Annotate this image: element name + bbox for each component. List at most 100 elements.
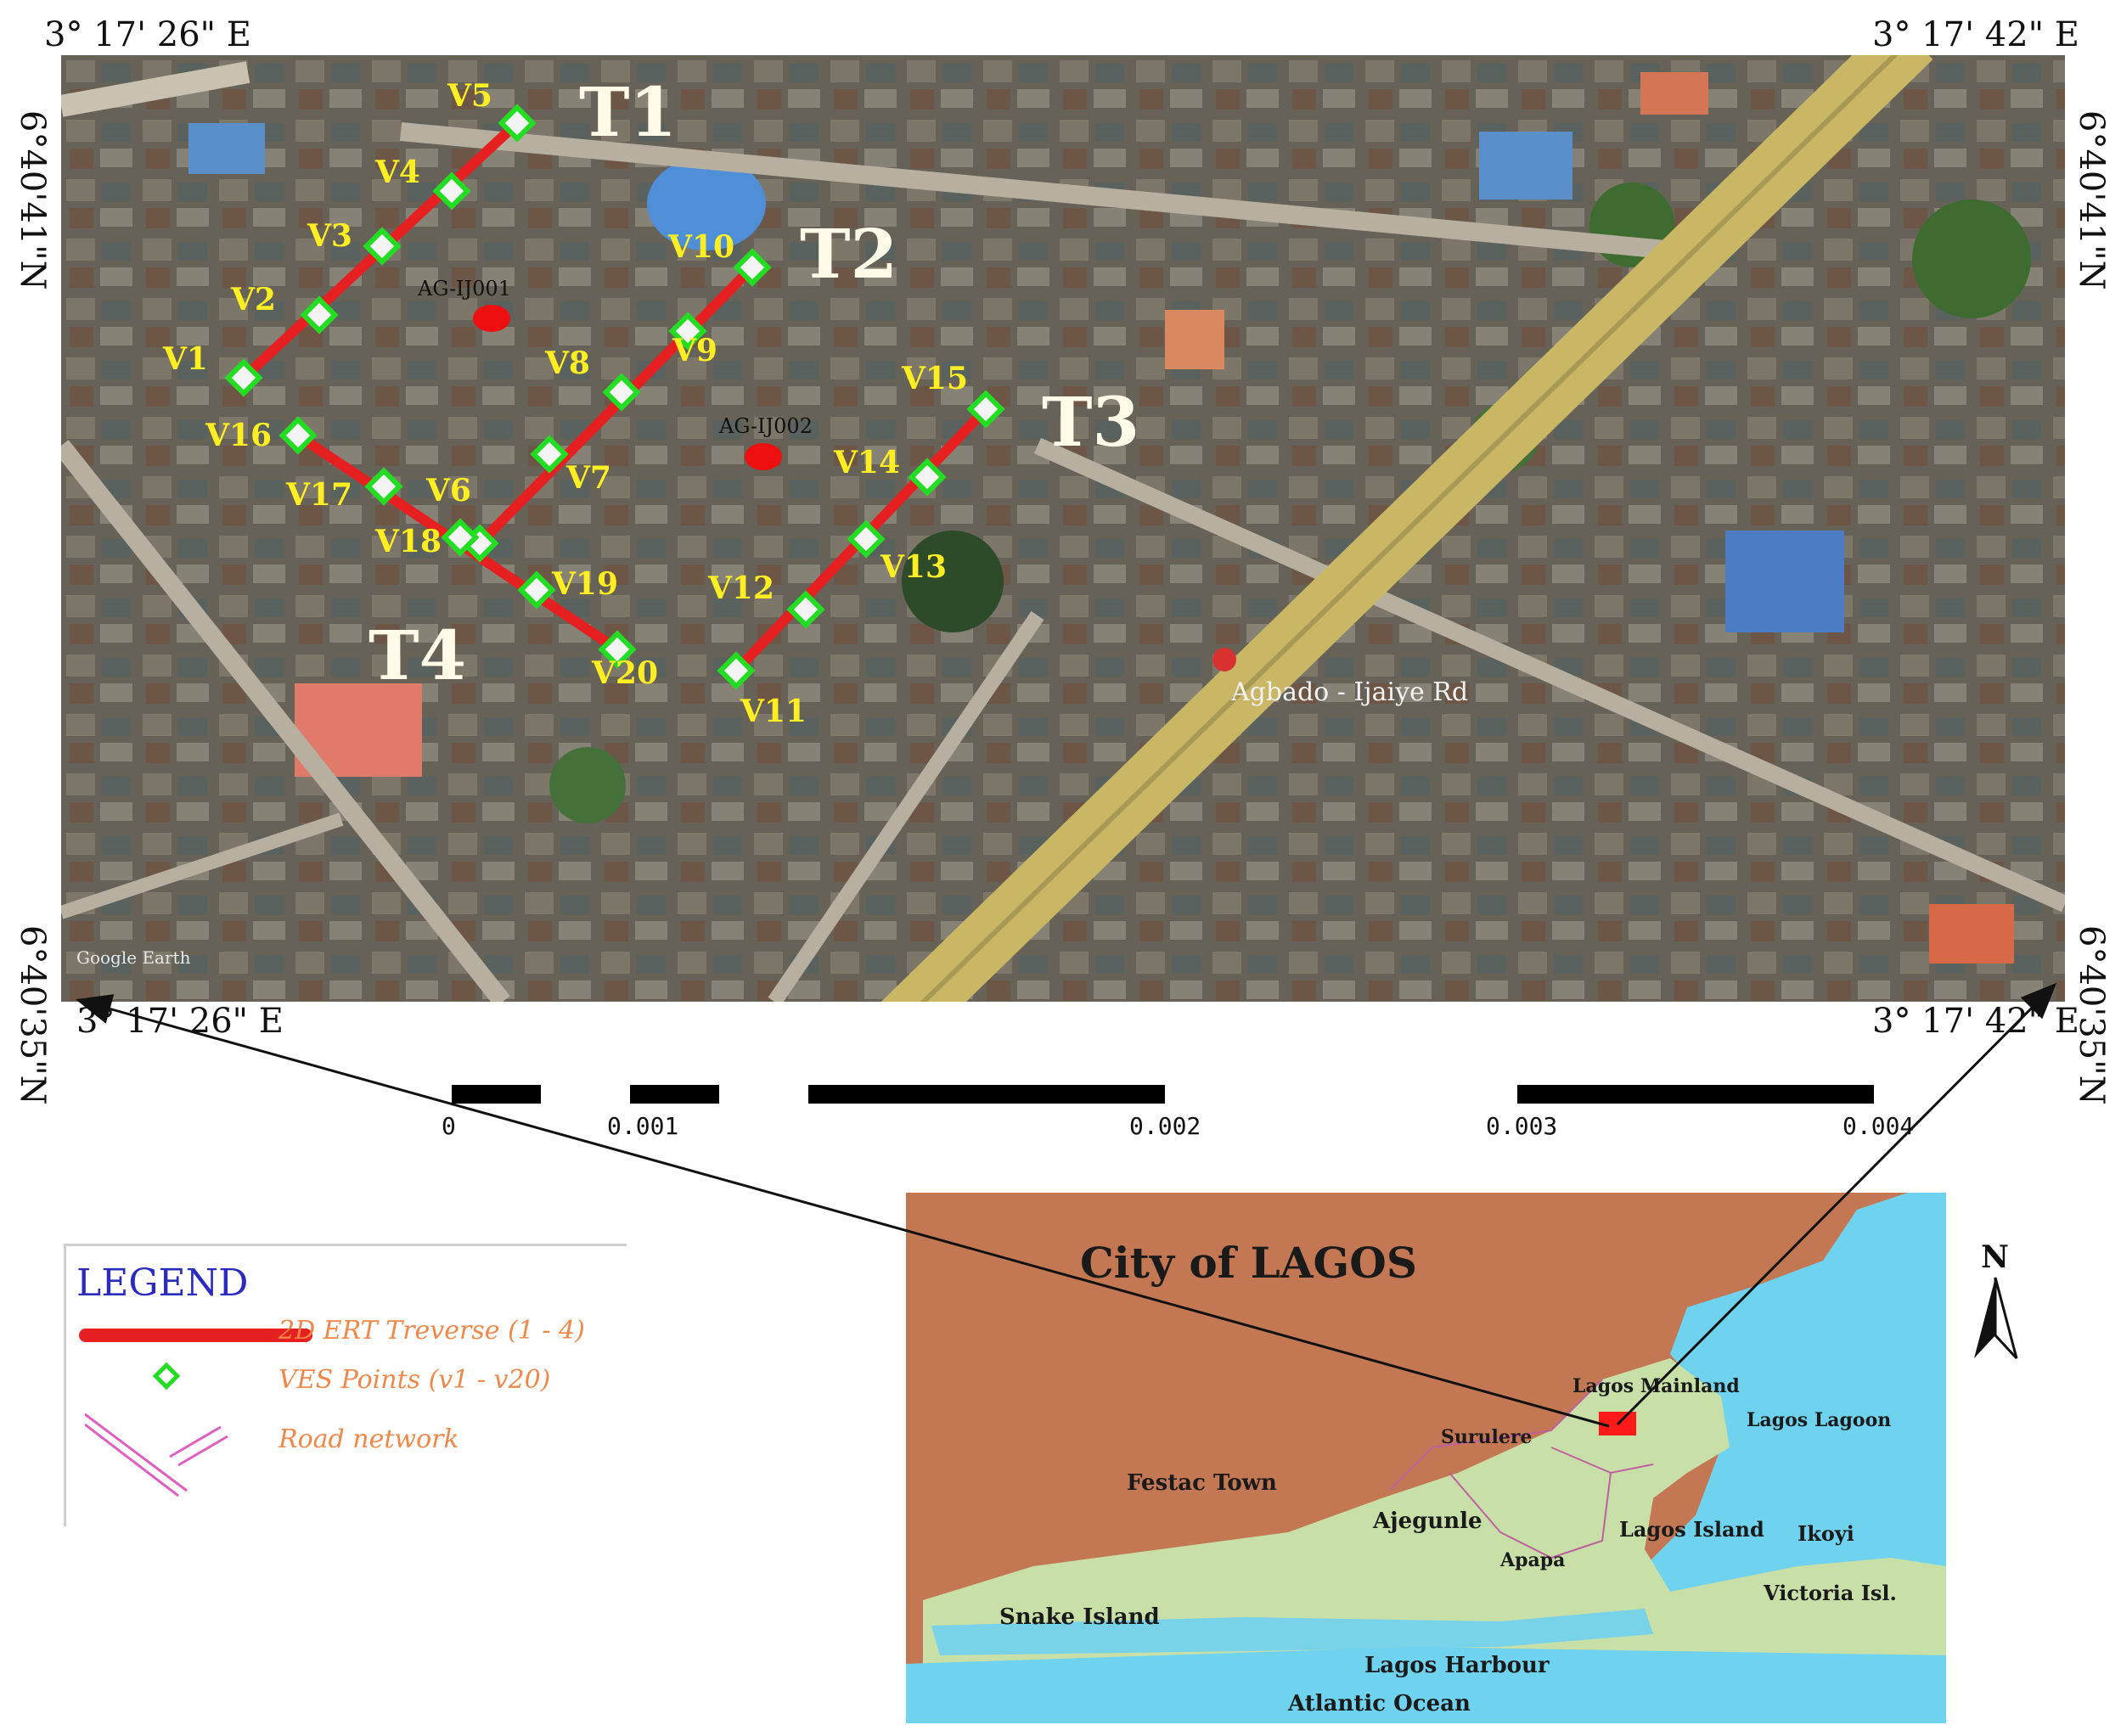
street xyxy=(59,61,250,117)
coord-right-top: 6°40'41"N xyxy=(2072,110,2111,290)
ves-marker-v20 xyxy=(598,630,637,669)
inset-title: City of LAGOS xyxy=(1080,1238,1417,1288)
scale-bar: 0 0.001 0.002 0.003 0.004 xyxy=(442,1078,1914,1140)
ocean-water xyxy=(906,1647,1946,1723)
ves-marker-v12 xyxy=(786,590,825,629)
ves-marker-v16 xyxy=(278,416,318,455)
well-label-ag-ij001: AG-IJ001 xyxy=(417,277,511,301)
ves-marker-v14 xyxy=(908,458,947,497)
street xyxy=(1033,437,2069,913)
ves-marker-v19 xyxy=(517,570,556,610)
ves-marker-v10 xyxy=(733,248,772,287)
place-surulere: Surulere xyxy=(1441,1426,1532,1448)
transect-label-t2: T2 xyxy=(800,214,897,294)
street xyxy=(53,440,510,1008)
north-arrow-icon: N xyxy=(1957,1235,2034,1371)
coord-bottom-left: 3° 17' 26" E xyxy=(76,1002,284,1041)
ves-label-v18: V18 xyxy=(374,524,442,559)
ves-marker-v13 xyxy=(847,520,886,559)
tree xyxy=(549,747,626,823)
ves-label-v15: V15 xyxy=(901,361,968,396)
ves-marker-v8 xyxy=(602,373,641,412)
blue-dome xyxy=(647,157,766,250)
orange-roof xyxy=(1165,310,1224,369)
red-roof xyxy=(1929,904,2014,964)
main-road-centerline xyxy=(891,36,1915,1034)
ves-marker-v9 xyxy=(668,312,707,351)
ves-label-v5: V5 xyxy=(447,78,492,114)
ves-marker-v17 xyxy=(364,467,403,506)
transect-label-t1: T1 xyxy=(579,72,677,152)
scale-label-0002: 0.002 xyxy=(1129,1112,1201,1140)
street xyxy=(399,122,1676,260)
blue-roof xyxy=(1725,531,1844,632)
ves-label-v8: V8 xyxy=(544,346,590,381)
road-name-label: Agbado - Ijaiye Rd xyxy=(1230,677,1468,707)
scale-label-0: 0 xyxy=(442,1112,456,1140)
ves-label-v1: V1 xyxy=(162,341,208,377)
ves-label-v7: V7 xyxy=(565,460,611,496)
map-credit: Google Earth xyxy=(76,947,191,968)
ves-label-v20: V20 xyxy=(591,655,658,691)
well-marker-ag-ij001 xyxy=(473,305,510,332)
road-network-icon xyxy=(84,1406,229,1499)
place-lagos-island: Lagos Island xyxy=(1619,1517,1764,1542)
scale-label-0001: 0.001 xyxy=(607,1112,679,1140)
ves-marker-v18 xyxy=(441,518,480,557)
scale-label-0003: 0.003 xyxy=(1486,1112,1558,1140)
red-roof xyxy=(1640,72,1708,115)
well-marker-ag-ij002 xyxy=(745,443,782,470)
blue-roof xyxy=(188,123,265,174)
ves-label-v2: V2 xyxy=(230,282,276,317)
ves-label-v13: V13 xyxy=(880,549,947,585)
scale-segment xyxy=(1517,1085,1874,1104)
coord-top-left: 3° 17' 26" E xyxy=(44,15,251,54)
ves-marker-v1 xyxy=(224,358,263,397)
ves-label-v4: V4 xyxy=(374,154,420,190)
legend-item-roads: Road network xyxy=(278,1424,459,1454)
transect-label-t3: T3 xyxy=(1042,382,1139,462)
street xyxy=(59,812,344,919)
well-label-ag-ij002: AG-IJ002 xyxy=(718,414,813,438)
district-boundary xyxy=(1449,1472,1612,1559)
legend-title: LEGEND xyxy=(76,1261,249,1305)
ves-label-v6: V6 xyxy=(425,473,471,508)
place-lagos-lagoon: Lagos Lagoon xyxy=(1747,1409,1891,1431)
place-ikoyi: Ikoyi xyxy=(1798,1521,1854,1546)
coord-bottom-right: 3° 17' 42" E xyxy=(1872,1002,2079,1041)
ves-marker-v15 xyxy=(966,390,1005,429)
place-victoria-island: Victoria Isl. xyxy=(1763,1581,1897,1605)
ves-marker-v3 xyxy=(363,227,402,266)
ves-points xyxy=(224,104,1005,690)
legend-traverse-symbol xyxy=(79,1329,312,1342)
ves-label-v10: V10 xyxy=(667,229,734,265)
coord-left-bottom: 6°40'35"N xyxy=(13,925,52,1105)
inset-map: City of LAGOS Lagos Mainland Surulere La… xyxy=(906,1193,1946,1723)
transect-label-t4: T4 xyxy=(369,615,466,695)
place-festac-town: Festac Town xyxy=(1127,1470,1277,1496)
land-area xyxy=(923,1358,1946,1677)
ves-marker-v4 xyxy=(432,171,471,211)
district-boundary xyxy=(1550,1447,1654,1475)
place-snake-island: Snake Island xyxy=(999,1604,1160,1630)
legend-item-ves: VES Points (v1 - v20) xyxy=(278,1365,551,1395)
coord-right-bottom: 6°40'35"N xyxy=(2072,925,2111,1105)
location-pin-icon xyxy=(1212,648,1236,671)
ves-marker-v7 xyxy=(530,435,569,474)
ves-label-v11: V11 xyxy=(740,694,807,729)
north-label: N xyxy=(1981,1239,2009,1275)
place-ajegunle: Ajegunle xyxy=(1372,1508,1482,1534)
scale-label-0004: 0.004 xyxy=(1843,1112,1915,1140)
legend: LEGEND 2D ERT Treverse (1 - 4) VES Point… xyxy=(64,1244,627,1526)
place-lagos-harbour: Lagos Harbour xyxy=(1364,1653,1550,1678)
study-area-marker xyxy=(1599,1412,1636,1435)
ves-label-v19: V19 xyxy=(551,566,618,602)
tree xyxy=(1912,199,2031,318)
coord-left-top: 6°40'41"N xyxy=(13,110,52,290)
scale-segment xyxy=(452,1085,541,1104)
green-diamond-icon xyxy=(151,1361,182,1391)
ves-label-v3: V3 xyxy=(307,218,352,254)
